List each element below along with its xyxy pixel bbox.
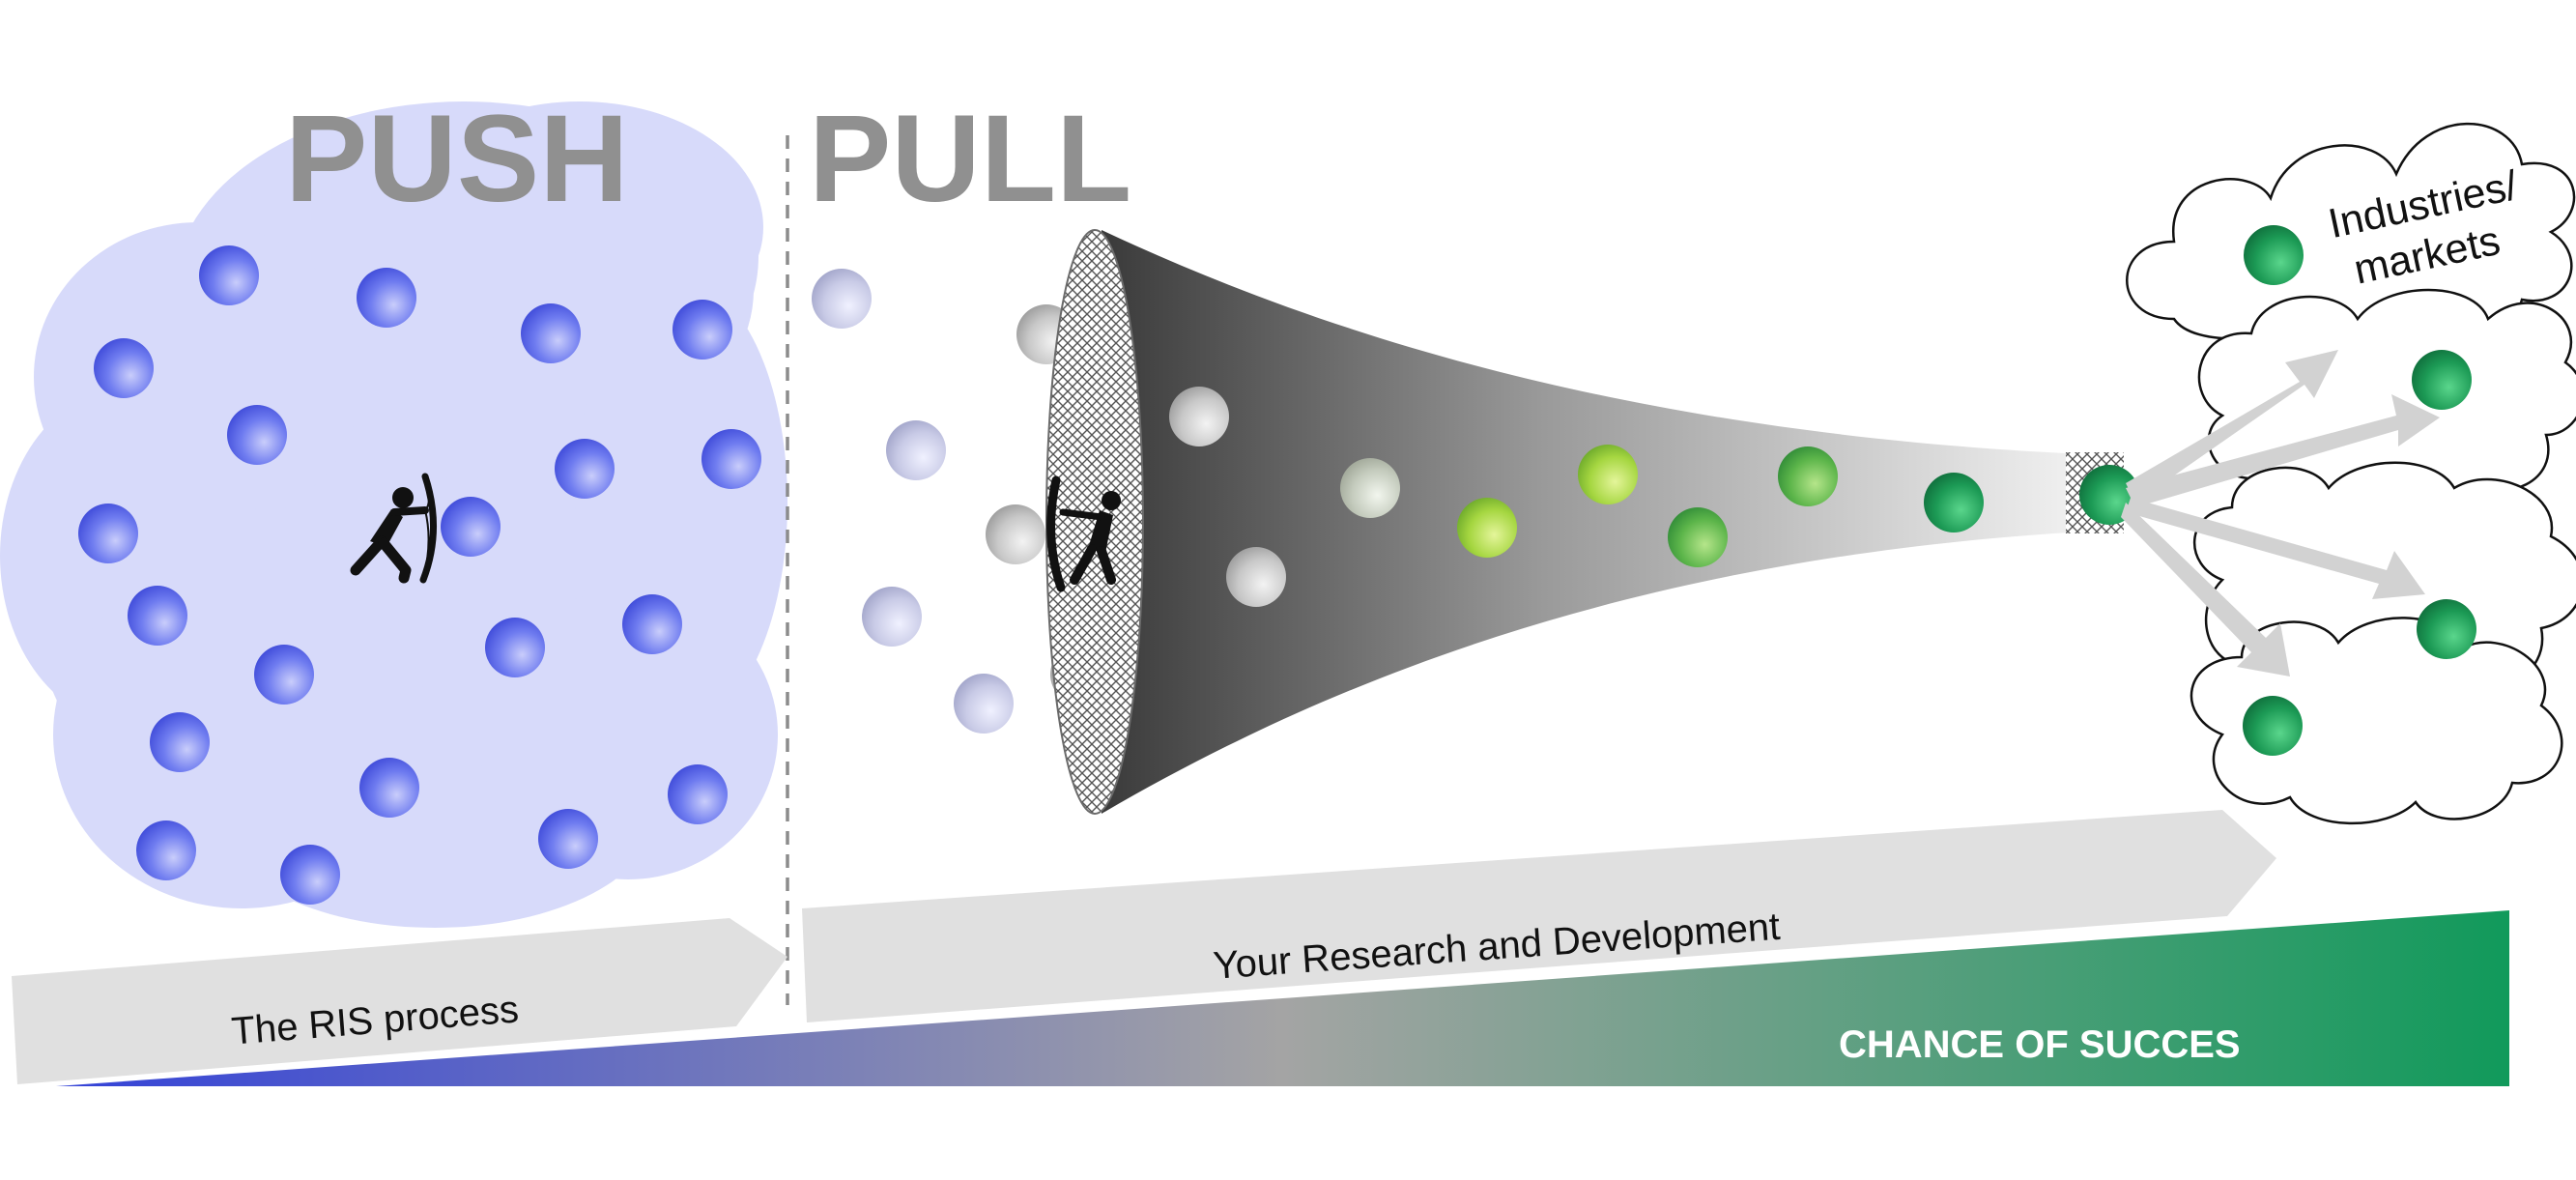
market-dot [2244, 225, 2304, 285]
idea-dot [1226, 547, 1286, 607]
idea-dot [668, 764, 728, 824]
idea-dot [622, 594, 682, 654]
idea-dot [986, 504, 1045, 564]
idea-dot [1340, 458, 1400, 518]
funnel-body [1102, 230, 2085, 814]
market-dots [2243, 225, 2476, 756]
market-dot [2243, 696, 2303, 756]
pull-title: PULL [809, 90, 1131, 228]
idea-dot [78, 504, 138, 563]
chance-of-success-label: CHANCE OF SUCCES [1839, 1023, 2241, 1066]
idea-dot [1924, 473, 1984, 532]
idea-dot [485, 618, 545, 677]
push-idea-dots [78, 245, 761, 905]
idea-dot [555, 439, 615, 499]
funnel-mouth-mesh [1045, 229, 1144, 815]
idea-dot [862, 587, 922, 647]
idea-dot [886, 420, 946, 480]
market-dot [2412, 350, 2472, 410]
idea-dot [357, 268, 416, 328]
funnel [1045, 229, 2124, 815]
idea-dot [136, 820, 196, 880]
idea-dot [199, 245, 259, 305]
market-dot [2417, 599, 2476, 659]
idea-dot [1578, 445, 1638, 504]
market-arrows [2121, 350, 2440, 676]
idea-dot [1457, 498, 1517, 558]
push-title: PUSH [285, 90, 629, 228]
idea-dot [812, 269, 872, 329]
idea-dot [538, 809, 598, 869]
idea-dot [150, 712, 210, 772]
idea-dot [1668, 507, 1728, 567]
idea-dot [1169, 387, 1229, 446]
idea-dot [441, 497, 501, 557]
idea-dot [128, 586, 187, 646]
idea-dot [227, 405, 287, 465]
ris-process-arrow [12, 918, 787, 1084]
idea-dot [954, 674, 1014, 734]
archer-icon [350, 473, 438, 584]
idea-dot [1778, 446, 1838, 506]
idea-dot [254, 645, 314, 705]
idea-dot [701, 429, 761, 489]
person-pulling-icon [1046, 475, 1121, 592]
rd-arrow [802, 810, 2276, 1022]
funnel-dots [1169, 387, 2139, 607]
idea-dot [280, 845, 340, 905]
idea-dot [673, 300, 732, 360]
chance-of-success-wedge [56, 910, 2509, 1086]
idea-dot [521, 303, 581, 363]
idea-dot [94, 338, 154, 398]
idea-dot [359, 758, 419, 818]
